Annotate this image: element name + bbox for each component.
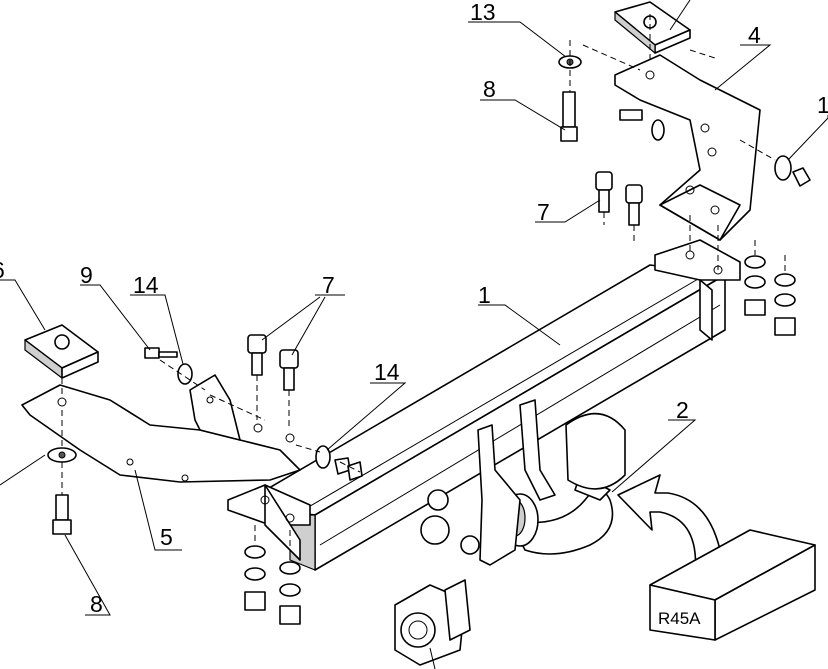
- coupling-bracket: [420, 399, 556, 566]
- label-2: 2: [676, 397, 689, 423]
- left-bracket: [21, 374, 301, 483]
- label-1-right: 1: [817, 92, 828, 118]
- label-14-right: 14: [374, 359, 400, 385]
- left-clamp-plate: [24, 324, 99, 379]
- assembly-guide-lines: [61, 10, 786, 560]
- label-8-bottom: 8: [90, 591, 103, 617]
- label-6: 6: [0, 257, 5, 283]
- bolts-and-nuts: [47, 55, 811, 625]
- label-4: 4: [748, 22, 761, 48]
- label-7-left: 7: [322, 272, 335, 298]
- label-13: 13: [470, 0, 496, 25]
- label-5: 5: [160, 524, 173, 550]
- direction-arrow: [617, 474, 723, 576]
- socket-plate: [394, 579, 471, 666]
- label-14-left: 14: [133, 272, 159, 298]
- right-bracket: [614, 54, 761, 241]
- label-9: 9: [80, 262, 93, 288]
- label-7-right: 7: [537, 199, 550, 225]
- top-clamp-plate: [614, 1, 691, 54]
- left-beam-plate: [227, 484, 311, 561]
- kit-box: R45A: [649, 529, 816, 641]
- label-8-top: 8: [483, 76, 496, 102]
- kit-box-label: R45A: [658, 609, 701, 628]
- callout-labels: 13 4 8 1 7 6 9 14 7 1 14 2 5 8: [0, 0, 828, 617]
- label-1-main: 1: [478, 282, 491, 308]
